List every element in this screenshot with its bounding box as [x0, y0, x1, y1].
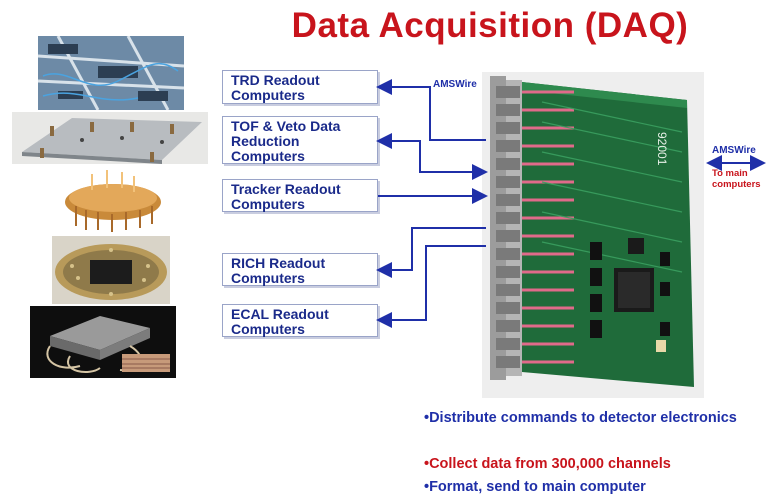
board-connector	[496, 320, 520, 332]
board-connector	[496, 248, 520, 260]
tracker-readout-label: Tracker Readout Computers	[231, 181, 341, 212]
tof-veto-label: TOF & Veto Data Reduction Computers	[231, 118, 341, 164]
trd-link-arrow	[376, 79, 486, 141]
board-connector	[496, 338, 520, 350]
rich-photo	[52, 236, 170, 304]
board-connector	[496, 86, 520, 98]
rich-readout-box: RICH Readout Computers	[222, 253, 378, 286]
bullet-collect: •Collect data from 300,000 channels	[424, 456, 671, 472]
amswire-main-label: AMSWire	[712, 145, 756, 156]
tof-veto-box: TOF & Veto Data Reduction Computers	[222, 116, 378, 164]
amswire-board-label: AMSWire	[433, 79, 477, 90]
bullet-format: •Format, send to main computer	[424, 479, 646, 495]
bullet-distribute: •Distribute commands to detector electro…	[424, 410, 737, 426]
board-connector	[496, 266, 520, 278]
tracker-readout-box: Tracker Readout Computers	[222, 179, 378, 212]
page-title: Data Acquisition (DAQ)	[291, 6, 689, 45]
trd-photo	[38, 36, 184, 110]
ecal-photo	[30, 306, 176, 378]
tof-link-arrow	[376, 133, 488, 180]
tof-photo	[12, 112, 208, 164]
ecal-link-arrow	[376, 245, 486, 328]
board-connector	[496, 140, 520, 152]
ecal-readout-label: ECAL Readout Computers	[231, 306, 329, 337]
to-main-computers-label: To main computers	[712, 168, 761, 190]
trd-readout-box: TRD Readout Computers	[222, 70, 378, 104]
board-connector	[496, 194, 520, 206]
daq-board-photo: 92001	[482, 72, 704, 398]
board-serial: 92001	[655, 132, 669, 166]
rich-readout-label: RICH Readout Computers	[231, 255, 326, 286]
board-connector	[496, 104, 520, 116]
board-connector	[496, 176, 520, 188]
board-connector	[496, 122, 520, 134]
board-connector	[496, 302, 520, 314]
rich-link-arrow	[376, 227, 486, 278]
board-connector	[496, 284, 520, 296]
board-connector	[496, 158, 520, 170]
board-connector	[496, 230, 520, 242]
tracker-photo	[62, 166, 164, 232]
board-connector	[496, 356, 520, 368]
ecal-readout-box: ECAL Readout Computers	[222, 304, 378, 337]
trd-readout-label: TRD Readout Computers	[231, 72, 320, 103]
board-connector	[496, 212, 520, 224]
